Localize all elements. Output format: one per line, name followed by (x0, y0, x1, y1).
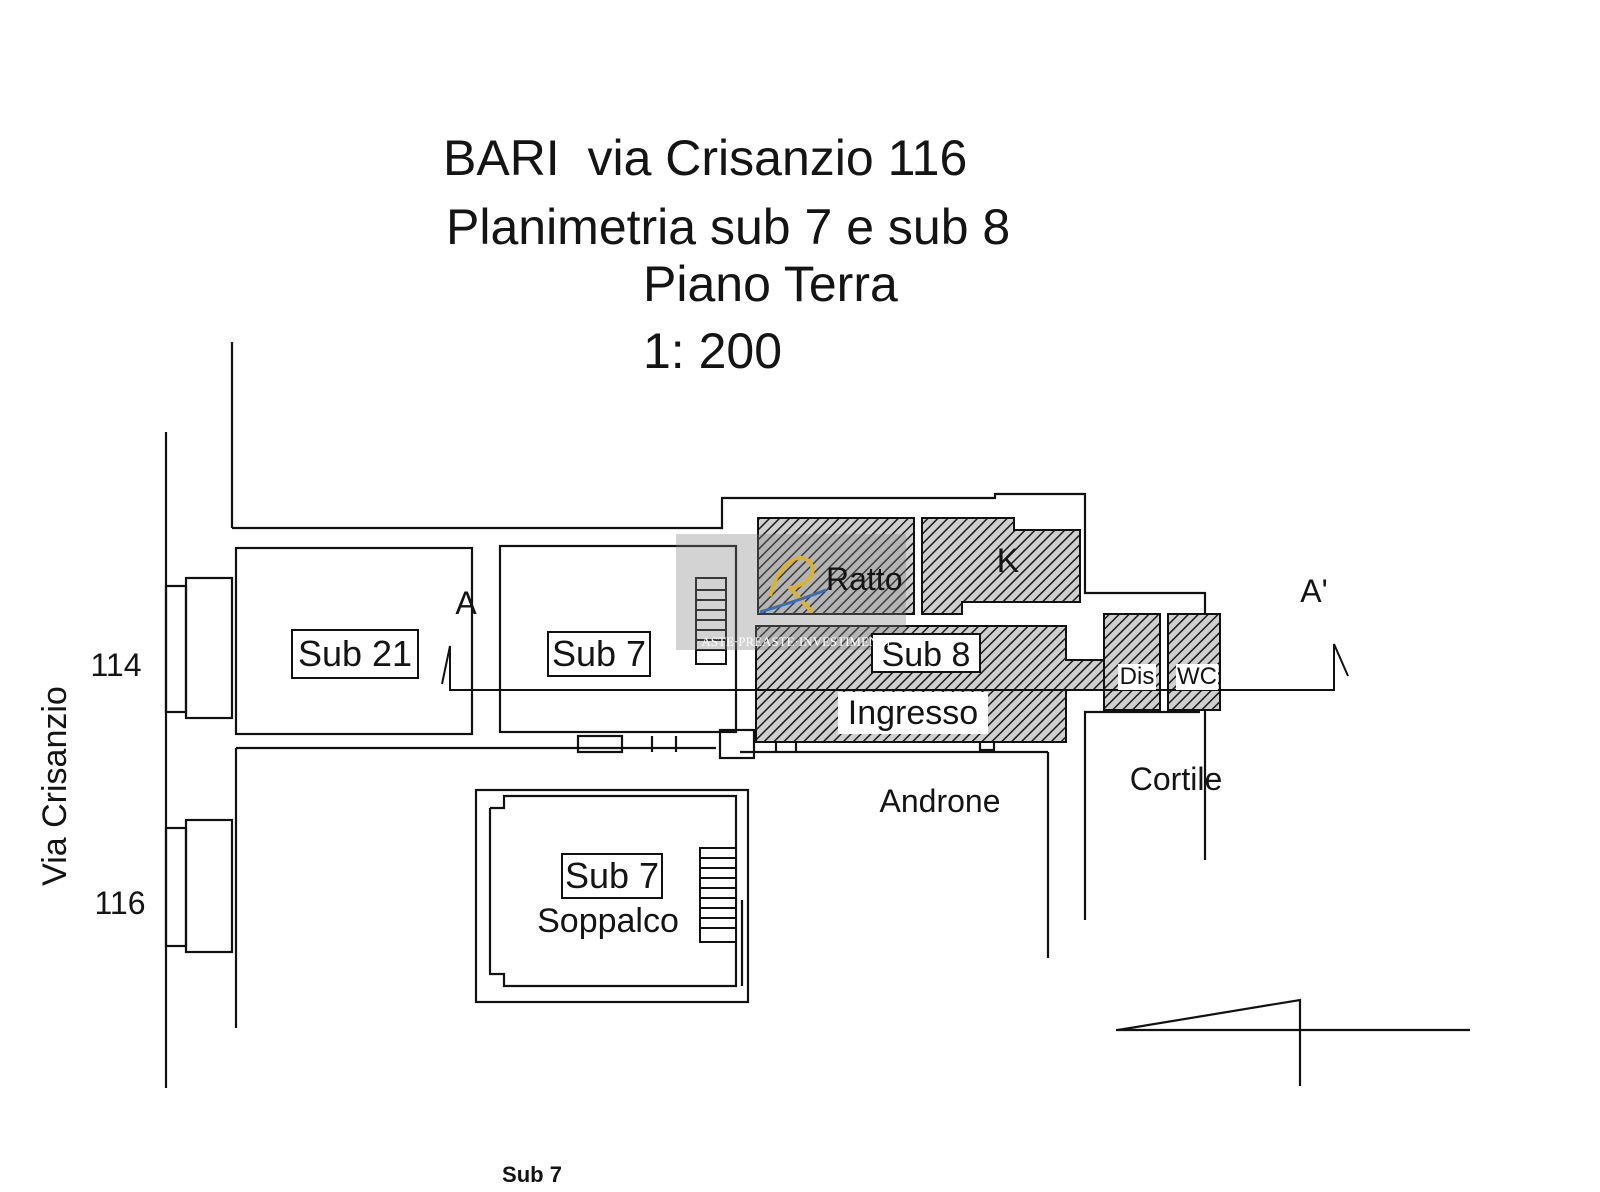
room-sub7 (498, 544, 738, 734)
label-section-a-prime: A' (1300, 573, 1327, 609)
sub8-hatched-area (755, 517, 1221, 743)
entrance-frame-116 (164, 826, 188, 948)
entrance-block-114 (184, 576, 234, 720)
entrance-frame-114 (164, 584, 188, 714)
page-title: BARI via Crisanzio 116 (443, 130, 968, 186)
label-sub7-soppalco: Sub 7 (565, 855, 659, 896)
door-main (718, 728, 756, 760)
door-sub7 (576, 734, 624, 754)
label-civic-114: 114 (90, 647, 141, 683)
plan-subtitle: Planimetria sub 7 e sub 8 (446, 199, 1011, 255)
label-wc: WC (1177, 663, 1217, 690)
stairs-sub7 (695, 577, 727, 665)
room-dis (1103, 613, 1161, 711)
watermark-swoosh-icon (759, 588, 827, 614)
ingresso-label-bg (838, 692, 988, 734)
label-ingresso: Ingresso (848, 694, 978, 732)
mezzanine-outer (474, 788, 750, 1004)
mezzanine-inner (488, 794, 738, 988)
footer-caption: Sub 7 (502, 1162, 562, 1187)
label-soppalco: Soppalco (537, 902, 679, 940)
north-arrow (1117, 998, 1302, 1086)
watermark (676, 534, 906, 650)
entrance-block-116 (184, 818, 234, 954)
label-section-a: A (455, 585, 477, 621)
label-androne: Androne (880, 783, 1001, 819)
sub7-mezz-label-box (561, 853, 663, 899)
label-sub21: Sub 21 (298, 633, 412, 674)
label-sub7: Sub 7 (552, 633, 646, 674)
sub8-label-box (871, 633, 981, 673)
watermark-caption: ASTE·PREASTE·INVESTIMENTI (701, 634, 890, 649)
cortile-walls (1083, 710, 1200, 920)
label-civic-116: 116 (94, 885, 145, 921)
sub7-label-box (547, 631, 651, 677)
sub21-label-box (291, 629, 419, 679)
label-street: Via Crisanzio (36, 686, 74, 886)
dis-label-bg (1118, 664, 1156, 690)
room-k (921, 517, 1081, 615)
plan-labels: Sub 21 Sub 7 Sub 8 Ratto K Dis WC Ingres… (36, 542, 1328, 1187)
section-line (441, 643, 1349, 691)
watermark-logo-icon (768, 555, 815, 614)
north-wall (232, 492, 1207, 860)
walls (164, 342, 1470, 1088)
room-sub21 (234, 546, 474, 736)
scale-label: 1: 200 (643, 323, 783, 379)
floor-label: Piano Terra (643, 256, 898, 312)
label-dis: Dis (1120, 663, 1155, 690)
stairs-soppalco (699, 847, 737, 943)
label-ratto: Ratto (826, 561, 902, 597)
label-k: K (997, 542, 1020, 580)
wc-label-bg (1176, 664, 1218, 690)
room-wc (1167, 613, 1221, 711)
label-sub8: Sub 8 (882, 636, 971, 674)
label-cortile: Cortile (1130, 761, 1222, 797)
